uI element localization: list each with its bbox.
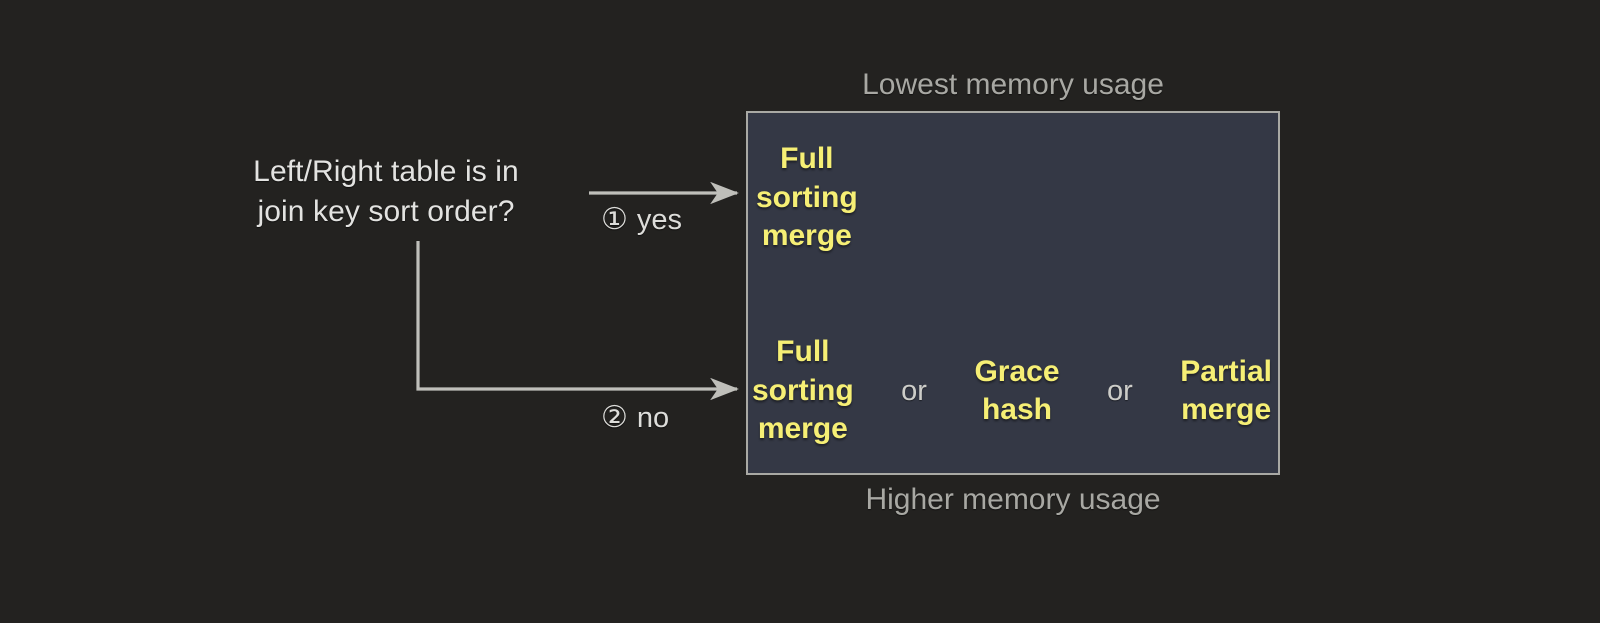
caption-lowest-memory-usage: Lowest memory usage [862,68,1164,101]
branch-marker-1: ① [601,203,628,236]
outcome-partial-merge: Partial merge [1180,354,1272,426]
caption-higher-memory-usage: Higher memory usage [865,483,1161,516]
outcome-row-unsorted: Full sorting merge or Grace hash or Part… [746,316,1280,466]
outcome-row-sorted: Full sorting merge [746,118,1280,278]
branch-marker-2: ② [601,401,628,434]
outcome-full-sorting-merge-unsorted: Full sorting merge [752,335,854,446]
arrow-no [416,241,739,401]
branch-text-2: no [636,402,670,434]
conjunction-or-1: or [901,374,927,407]
branch-text-1: yes [636,204,683,236]
decision-question-text: Left/Right table is in join key sort ord… [253,155,519,228]
outcome-panel [746,111,1280,475]
outcome-full-sorting-merge-sorted: Full sorting merge [756,142,858,253]
conjunction-or-2: or [1107,374,1133,407]
outcome-grace-hash: Grace hash [974,354,1060,426]
